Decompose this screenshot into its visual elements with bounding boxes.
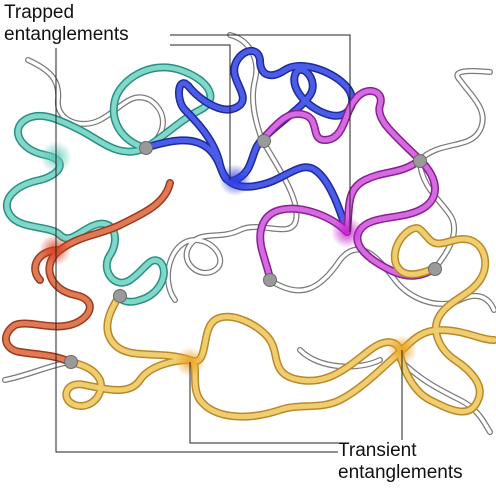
crosslink-node (413, 154, 427, 168)
crosslink-node (263, 273, 277, 287)
entanglement-glows (39, 141, 417, 377)
trapped-entanglement-orange (39, 234, 71, 266)
trapped-leader-outer (170, 34, 351, 232)
transient-label-line2: entanglements (338, 462, 463, 483)
transient-leader-left (189, 362, 338, 444)
trapped-entanglement-blue (219, 164, 251, 196)
crosslink-node (257, 134, 271, 148)
transient-label-line1: Transient (338, 440, 417, 461)
trapped-label-line1: Trapped (4, 2, 75, 23)
crosslink-node (139, 141, 153, 155)
gray-chains (2, 32, 496, 435)
trapped-leader-inner (170, 44, 231, 180)
transient-entanglements-label: Transient entanglements (338, 440, 463, 484)
trapped-entanglement-magenta (331, 216, 363, 248)
trapped-leader-left (55, 48, 338, 453)
gray-chain-4 (417, 68, 493, 163)
orange-chain (2, 179, 174, 366)
leader-lines (55, 34, 403, 453)
trapped-label-line2: entanglements (4, 24, 129, 45)
magenta-chain (256, 87, 439, 284)
crosslink-node (64, 355, 78, 369)
crosslink-node (113, 289, 127, 303)
trapped-entanglements-label: Trapped entanglements (4, 2, 129, 46)
crosslink-node (428, 262, 442, 276)
crosslinks (64, 134, 442, 369)
yellow-chain (62, 224, 496, 421)
teal-chain (2, 63, 215, 306)
